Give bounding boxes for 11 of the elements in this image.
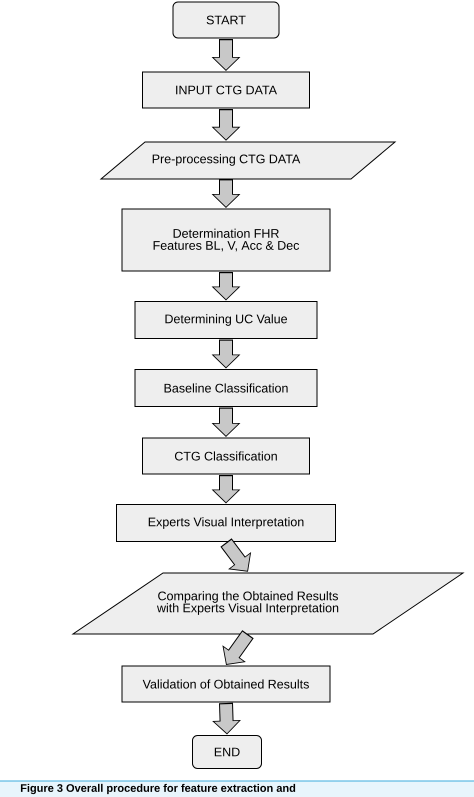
process-box: Baseline Classification (134, 369, 318, 407)
process-box: Validation of Obtained Results (122, 666, 330, 702)
process-box: INPUT CTG DATA (142, 72, 310, 108)
process-box: Determination FHR Features BL, V, Acc & Dec (122, 208, 330, 272)
block-arrow (220, 538, 252, 572)
process-box: CTG Classification (142, 438, 310, 474)
terminal-box: START (172, 2, 280, 38)
terminal-box: END (192, 735, 262, 769)
caption: Figure 3 Overall procedure for feature extraction and (20, 784, 296, 794)
process-box: Experts Visual Interpretation (116, 504, 336, 542)
process-box: Determining UC Value (134, 301, 318, 339)
